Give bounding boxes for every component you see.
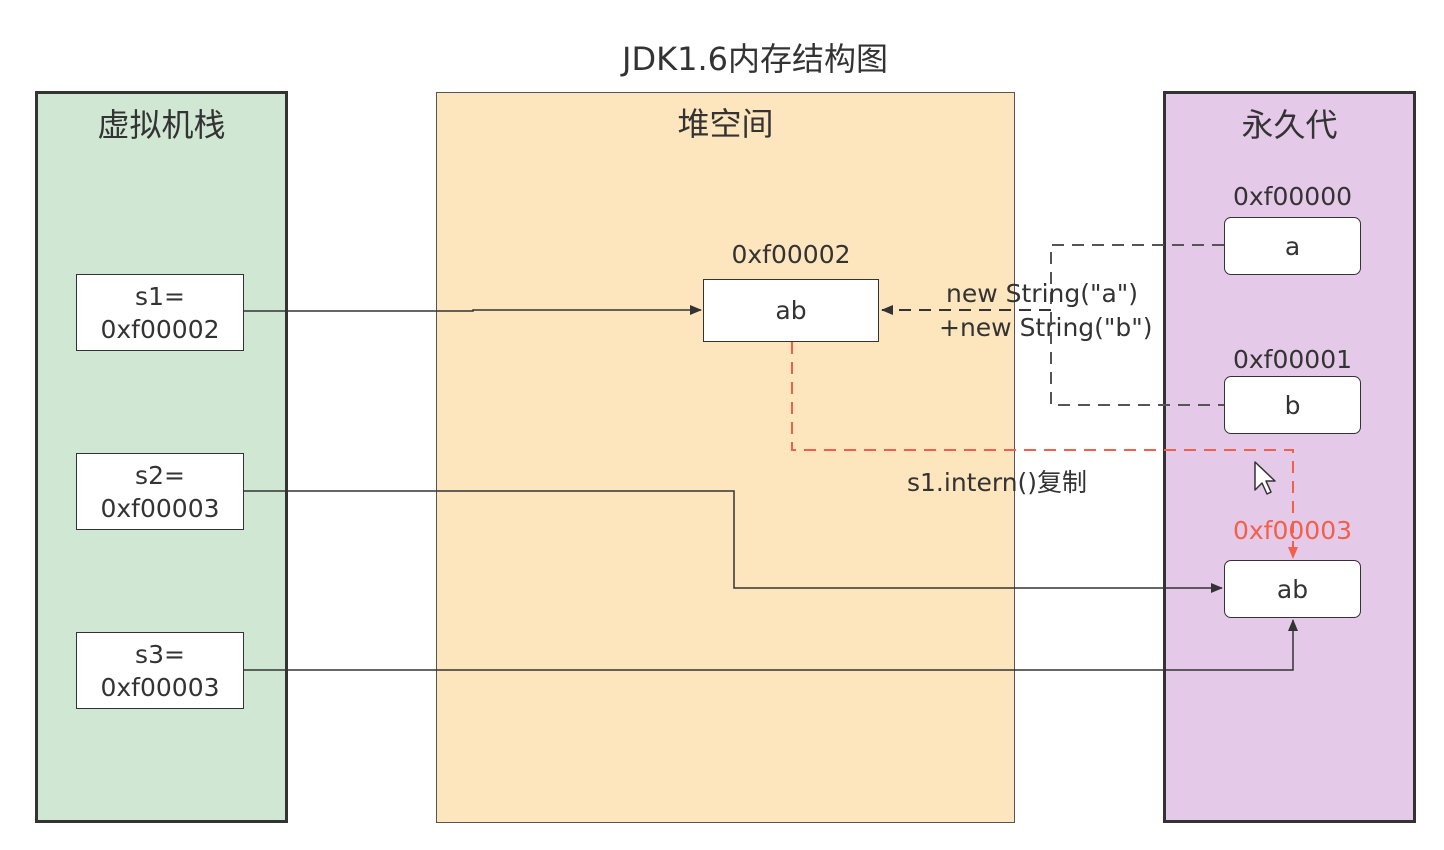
arrow-s2-to-perm (244, 490, 1223, 593)
perm-object-a: a (1224, 217, 1361, 275)
perm-object-a-address: 0xf00000 (1232, 182, 1353, 211)
concat-label-line2: +new String("b") (939, 313, 1153, 342)
arrow-s1-to-heap (244, 305, 702, 315)
stack-var-s1-value: 0xf00002 (100, 314, 220, 344)
dashed-bracket-a-b (1050, 244, 1224, 406)
stack-var-s1-name: s1= (135, 281, 185, 311)
permgen-region: 永久代 (1163, 91, 1416, 823)
diagram-title: JDK1.6内存结构图 (622, 40, 888, 78)
perm-object-ab: ab (1224, 560, 1361, 618)
stack-var-s2-value: 0xf00003 (100, 493, 220, 523)
vm-stack-label: 虚拟机栈 (97, 106, 226, 144)
arrow-s3-to-perm (244, 619, 1298, 671)
heap-region: 堆空间 (436, 92, 1015, 823)
stack-var-s3-name: s3= (135, 639, 185, 669)
perm-object-b: b (1224, 376, 1361, 434)
stack-var-s2: s2= 0xf00003 (76, 453, 244, 530)
stack-var-s3: s3= 0xf00003 (76, 632, 244, 709)
heap-object-address: 0xf00002 (731, 240, 851, 269)
perm-object-b-address: 0xf00001 (1232, 345, 1353, 374)
heap-label: 堆空间 (677, 105, 774, 143)
mouse-cursor-icon (1254, 461, 1276, 495)
intern-copy-arrow (791, 342, 1298, 559)
stack-var-s3-value: 0xf00003 (100, 672, 220, 702)
heap-object-ab: ab (703, 279, 879, 342)
stack-var-s1: s1= 0xf00002 (76, 274, 244, 351)
concat-label-line1: new String("a") (946, 279, 1139, 308)
stack-var-s2-name: s2= (135, 460, 185, 490)
permgen-label: 永久代 (1241, 106, 1338, 144)
intern-label: s1.intern()复制 (907, 468, 1088, 497)
